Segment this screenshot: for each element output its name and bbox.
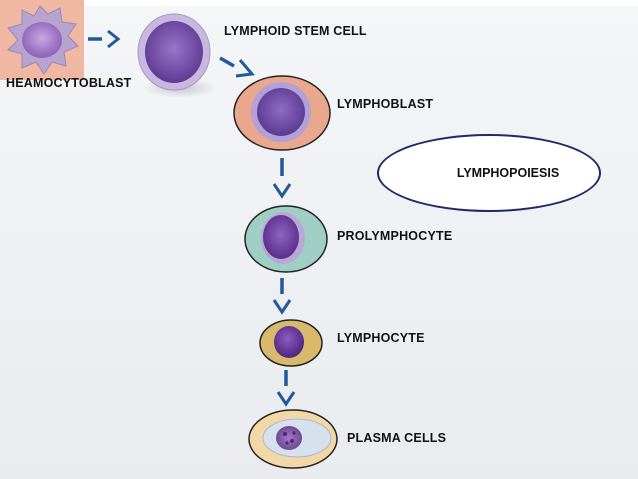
label-plasma-cells: PLASMA CELLS bbox=[347, 431, 447, 445]
arrow-down-3 bbox=[272, 156, 292, 205]
lymphopoiesis-oval: LYMPHOPOIESIS bbox=[377, 134, 601, 212]
label-lymphoblast: LYMPHOBLAST bbox=[337, 97, 434, 111]
haemocytoblast-cell bbox=[0, 0, 84, 80]
lymphocyte-cell bbox=[258, 318, 324, 368]
lymphoblast-cell bbox=[232, 74, 332, 152]
arrow-down-5 bbox=[276, 368, 296, 413]
slide-top-border bbox=[0, 0, 638, 6]
prolymphocyte-cell bbox=[243, 204, 329, 274]
arrow-diagonal-2 bbox=[218, 52, 258, 87]
arrow-right-1 bbox=[86, 28, 124, 55]
label-lymphocyte: LYMPHOCYTE bbox=[337, 331, 425, 345]
label-haemocytoblast: HEAMOCYTOBLAST bbox=[6, 76, 132, 90]
plasma-cell bbox=[247, 408, 339, 470]
lymphoid-stem-cell bbox=[128, 10, 224, 100]
label-prolymphocyte: PROLYMPHOCYTE bbox=[337, 229, 453, 243]
arrow-down-4 bbox=[272, 276, 292, 321]
label-lymphoid-stem-cell: LYMPHOID STEM CELL bbox=[224, 24, 367, 38]
lymphopoiesis-label: LYMPHOPOIESIS bbox=[456, 166, 560, 180]
